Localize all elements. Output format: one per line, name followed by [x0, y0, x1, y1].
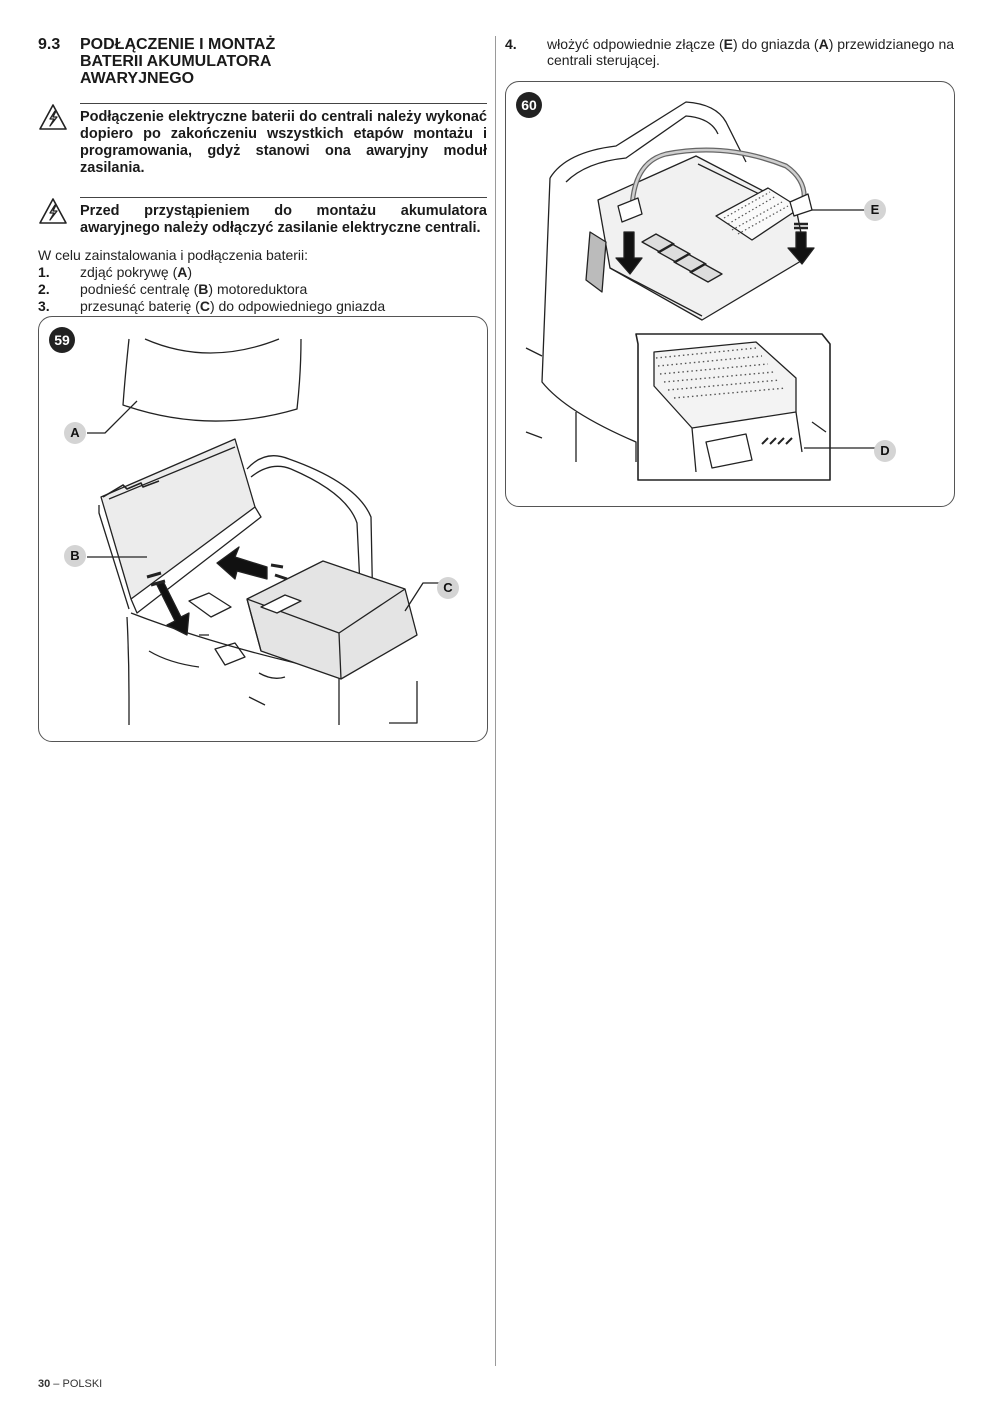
figure-59: 59 A B C	[38, 316, 488, 742]
steps-list: 1. zdjąć pokrywę (A) 2. podnieść central…	[38, 264, 487, 315]
figure-number-badge: 59	[49, 327, 75, 353]
section-number: 9.3	[38, 36, 61, 53]
callout-a: A	[64, 422, 86, 444]
warning-text: Podłączenie elektryczne baterii do centr…	[80, 103, 487, 177]
figure-number-badge: 60	[516, 92, 542, 118]
warning-1: Podłączenie elektryczne baterii do centr…	[38, 97, 487, 177]
callout-b: B	[64, 545, 86, 567]
page-footer: 30 – POLSKI	[38, 1378, 102, 1390]
figure-60-drawing	[525, 101, 884, 481]
page-number: 30	[38, 1378, 51, 1390]
figure-59-drawing	[87, 338, 439, 725]
section-title: PODŁĄCZENIE I MONTAŻ BATERII AKUMULATORA…	[80, 36, 276, 87]
right-column: 4. włożyć odpowiednie złącze (E) do gnia…	[505, 36, 954, 68]
left-column: 9.3 PODŁĄCZENIE I MONTAŻ BATERII AKUMULA…	[38, 36, 487, 315]
warning-text: Przed przystąpieniem do montażu akumulat…	[80, 197, 487, 237]
step-3: 3. przesunąć baterię (C) do odpowiednieg…	[38, 298, 386, 314]
warning-2: Przed przystąpieniem do montażu akumulat…	[38, 191, 487, 237]
electric-hazard-icon	[38, 197, 80, 237]
callout-d: D	[874, 440, 896, 462]
figure-59-leaders	[87, 556, 147, 558]
footer-separator: –	[50, 1378, 63, 1390]
step-2: 2. podnieść centralę (B) motoreduktora	[38, 281, 308, 297]
intro-text: W celu zainstalowania i podłączenia bate…	[38, 247, 309, 263]
step-1: 1. zdjąć pokrywę (A)	[38, 264, 193, 280]
figure-60: 60 E D	[505, 81, 955, 507]
column-divider	[495, 36, 496, 1366]
section-heading: 9.3 PODŁĄCZENIE I MONTAŻ BATERII AKUMULA…	[38, 36, 487, 87]
footer-language: POLSKI	[62, 1378, 103, 1390]
step-4: 4. włożyć odpowiednie złącze (E) do gnia…	[505, 36, 955, 68]
callout-e: E	[864, 199, 886, 221]
callout-c: C	[437, 577, 459, 599]
electric-hazard-icon	[38, 103, 80, 177]
